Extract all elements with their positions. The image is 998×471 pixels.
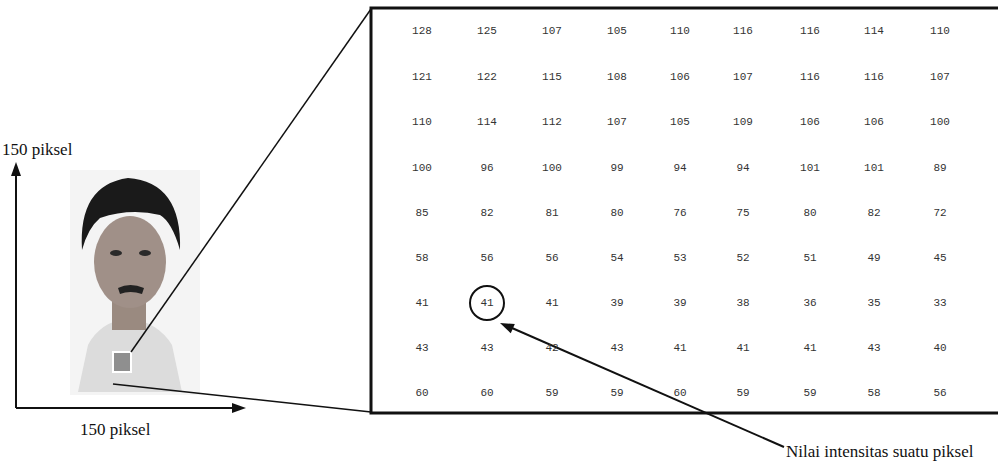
table-cell: 125 [477, 25, 497, 37]
table-cell: 100 [412, 162, 432, 174]
table-cell: 85 [415, 207, 428, 219]
magnified-box [371, 8, 998, 413]
table-cell: 116 [864, 71, 884, 83]
table-cell: 56 [480, 252, 493, 264]
table-cell: 59 [803, 387, 816, 399]
table-cell: 116 [800, 25, 820, 37]
table-cell: 101 [800, 162, 820, 174]
table-cell: 116 [733, 25, 753, 37]
table-cell: 75 [736, 207, 749, 219]
table-cell: 38 [736, 297, 749, 309]
table-cell: 42 [545, 342, 558, 354]
table-cell: 106 [800, 116, 820, 128]
table-cell: 82 [867, 207, 880, 219]
table-cell: 36 [803, 297, 816, 309]
table-cell: 80 [610, 207, 623, 219]
table-cell: 43 [480, 342, 493, 354]
table-cell: 100 [542, 162, 562, 174]
table-cell: 82 [480, 207, 493, 219]
table-cell: 121 [412, 71, 432, 83]
table-cell: 56 [545, 252, 558, 264]
table-cell: 94 [736, 162, 749, 174]
table-cell: 107 [542, 25, 562, 37]
table-cell: 41 [673, 342, 686, 354]
table-cell: 59 [736, 387, 749, 399]
table-cell: 59 [545, 387, 558, 399]
table-cell: 99 [610, 162, 623, 174]
axis-label: Nilai intensitas suatu piksel [786, 442, 973, 462]
table-cell: 41 [803, 342, 816, 354]
leader-arrow [500, 323, 784, 447]
table-cell: 51 [803, 252, 816, 264]
table-cell: 106 [670, 71, 690, 83]
table-cell: 35 [867, 297, 880, 309]
table-cell: 105 [607, 25, 627, 37]
table-cell: 81 [545, 207, 558, 219]
table-cell: 80 [803, 207, 816, 219]
table-cell: 107 [930, 71, 950, 83]
table-cell: 107 [733, 71, 753, 83]
table-cell: 108 [607, 71, 627, 83]
highlight-circle: 41 [469, 285, 505, 321]
table-cell: 54 [610, 252, 623, 264]
table-cell: 110 [670, 25, 690, 37]
table-cell: 60 [673, 387, 686, 399]
axis-label: 150 piksel [2, 140, 72, 160]
table-cell: 96 [480, 162, 493, 174]
table-cell: 100 [930, 116, 950, 128]
table-cell: 56 [933, 387, 946, 399]
table-cell: 60 [415, 387, 428, 399]
table-cell: 58 [867, 387, 880, 399]
table-cell: 101 [864, 162, 884, 174]
table-cell: 52 [736, 252, 749, 264]
table-cell: 58 [415, 252, 428, 264]
table-cell: 110 [412, 116, 432, 128]
table-cell: 89 [933, 162, 946, 174]
table-cell: 41 [736, 342, 749, 354]
table-cell: 116 [800, 71, 820, 83]
table-cell: 53 [673, 252, 686, 264]
table-cell: 49 [867, 252, 880, 264]
zoom-lines [113, 9, 371, 412]
table-cell: 76 [673, 207, 686, 219]
table-cell: 94 [673, 162, 686, 174]
table-cell: 115 [542, 71, 562, 83]
table-cell: 128 [412, 25, 432, 37]
table-cell: 105 [670, 116, 690, 128]
table-cell: 43 [415, 342, 428, 354]
axis-label: 150 piksel [80, 420, 150, 440]
table-cell: 114 [477, 116, 497, 128]
table-cell: 59 [610, 387, 623, 399]
pixel-value: 41 [480, 297, 493, 309]
table-cell: 39 [673, 297, 686, 309]
table-cell: 45 [933, 252, 946, 264]
table-cell: 39 [610, 297, 623, 309]
table-cell: 43 [867, 342, 880, 354]
table-cell: 109 [733, 116, 753, 128]
table-cell: 40 [933, 342, 946, 354]
table-cell: 41 [545, 297, 558, 309]
table-cell: 110 [930, 25, 950, 37]
table-cell: 41 [415, 297, 428, 309]
table-cell: 106 [864, 116, 884, 128]
table-cell: 60 [480, 387, 493, 399]
table-cell: 112 [542, 116, 562, 128]
axes [11, 162, 246, 413]
table-cell: 107 [607, 116, 627, 128]
table-cell: 122 [477, 71, 497, 83]
table-cell: 43 [610, 342, 623, 354]
table-cell: 33 [933, 297, 946, 309]
table-cell: 72 [933, 207, 946, 219]
table-cell: 114 [864, 25, 884, 37]
